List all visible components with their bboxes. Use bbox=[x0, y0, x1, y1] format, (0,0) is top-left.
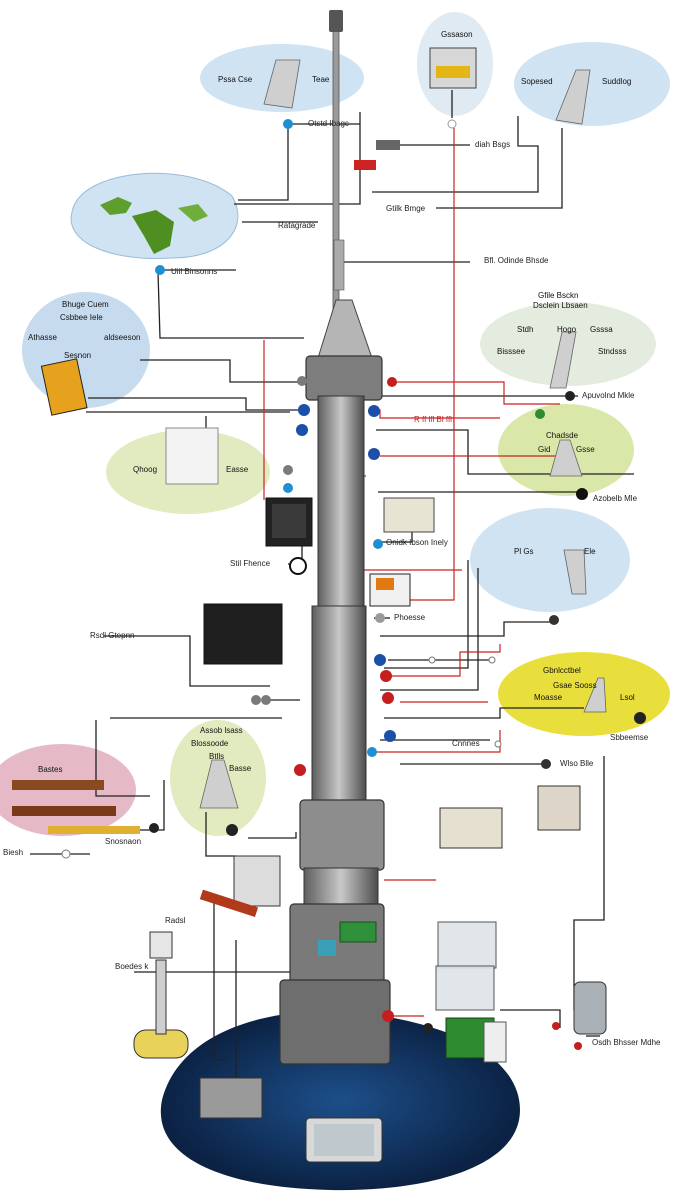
device-gray-top-box bbox=[376, 140, 400, 150]
device-red-tag bbox=[354, 160, 376, 170]
bubble-text-5a: Qhoog bbox=[133, 465, 158, 474]
bubble-text-1a: Pssa Cse bbox=[218, 75, 253, 84]
bubble-text-11: Bastes bbox=[38, 765, 63, 774]
tower-green-module bbox=[339, 921, 377, 943]
callout-label-12: Phoesse bbox=[394, 613, 426, 622]
base-platform bbox=[160, 1011, 521, 1191]
callout-label-17: Snosnaon bbox=[105, 837, 142, 846]
tower-shaft-middle bbox=[311, 605, 367, 807]
device-white-panel bbox=[483, 1021, 507, 1063]
callout-label-11: Stil Fhence bbox=[230, 559, 271, 568]
callout-label-14: Cnnnes bbox=[452, 739, 480, 748]
device-cylinder bbox=[573, 981, 607, 1035]
device-right-crate bbox=[439, 807, 503, 849]
bubble-text-3b: Suddlog bbox=[602, 77, 632, 86]
device-pencil bbox=[199, 889, 259, 918]
bubble-text-8a: Pl Gs bbox=[514, 547, 534, 556]
device-base-machine bbox=[199, 1077, 263, 1119]
bubble-text-4d: aldseeson bbox=[104, 333, 141, 342]
bubble-top-right bbox=[514, 42, 670, 126]
callout-label-4: Ratagrade bbox=[278, 221, 316, 230]
bubble-text-4c: Athasse bbox=[28, 333, 57, 342]
callout-label-18: Biesh bbox=[3, 848, 24, 857]
callout-label-6: Uiil Binsonns bbox=[171, 267, 218, 276]
bubble-text-6c: Stdh bbox=[517, 325, 534, 334]
bubble-text-10a: Assob lsass bbox=[200, 726, 243, 735]
bubble-text-9b: Gsae Sooss bbox=[553, 681, 597, 690]
bubble-text-6d: Hogo bbox=[557, 325, 577, 334]
bubble-text-10d: Basse bbox=[229, 764, 252, 773]
callout-label-13: Rsdl Gtepnn bbox=[90, 631, 135, 640]
device-panel-keypad bbox=[203, 603, 283, 665]
tower bbox=[279, 10, 391, 1065]
bubble-text-6e: Gsssa bbox=[590, 325, 613, 334]
bubble-text-9d: Lsol bbox=[620, 693, 635, 702]
bubble-text-1b: Teae bbox=[312, 75, 330, 84]
bubble-text-6a: Gfile Bsckn bbox=[538, 291, 579, 300]
bubble-text-7a: Chadsde bbox=[546, 431, 579, 440]
bubble-text-3a: Sopesed bbox=[521, 77, 553, 86]
device-box-right-mid bbox=[383, 497, 435, 533]
device-bar-pink-3 bbox=[48, 826, 140, 834]
callout-label-3: Gtilk Bmge bbox=[386, 204, 426, 213]
device-lamp-head bbox=[149, 931, 173, 959]
bubble-text-9c: Moasse bbox=[534, 693, 563, 702]
callout-label-19: Radsl bbox=[165, 916, 186, 925]
callout-label-16: Wlso Blle bbox=[560, 759, 594, 768]
device-right-box2 bbox=[537, 785, 581, 831]
tower-shaft-lower bbox=[303, 867, 379, 909]
device-bar-pink-2 bbox=[12, 806, 116, 816]
connector-dots bbox=[61, 119, 646, 1050]
device-bar-pink-1 bbox=[12, 780, 104, 790]
callout-label-9: Azobelb Mle bbox=[593, 494, 638, 503]
tower-cyan-module bbox=[318, 940, 336, 956]
tower-cap bbox=[329, 10, 343, 32]
callout-label-10: Onidk Ibson Inely bbox=[386, 538, 448, 547]
map-continents bbox=[100, 197, 208, 254]
tower-lower-block bbox=[289, 903, 385, 985]
bubble-text-2: Gssason bbox=[441, 30, 473, 39]
bubble-right-blue bbox=[470, 508, 630, 612]
callout-label-21: Osdh Bhsser Mdhe bbox=[592, 1038, 661, 1047]
device-white-bucket bbox=[165, 427, 219, 485]
bubble-stems bbox=[199, 59, 607, 809]
tower-shaft-upper bbox=[317, 395, 365, 611]
tower-base-block bbox=[279, 979, 391, 1065]
device-box-lower-left bbox=[233, 855, 281, 907]
callout-label-8: R ff lfl Bl ffh bbox=[414, 415, 455, 424]
bubble-text-4b: Csbbee Iele bbox=[60, 313, 103, 322]
bubble-text-6g: Stndsss bbox=[598, 347, 627, 356]
callout-label-5: Bfl. Odinde Bhsde bbox=[484, 256, 549, 265]
device-rack-left bbox=[40, 358, 88, 416]
bubble-right-yellow bbox=[498, 652, 670, 736]
callout-label-2: diah Bsgs bbox=[475, 140, 511, 149]
device-cube-1 bbox=[437, 921, 497, 969]
bubble-text-9a: Gbnlcctbel bbox=[543, 666, 581, 675]
tower-devices bbox=[12, 47, 607, 1163]
bubble-text-4e: Sesnon bbox=[64, 351, 92, 360]
bubble-text-6b: Dsclein Lbsaen bbox=[533, 301, 588, 310]
bubble-text-10b: Blossoode bbox=[191, 739, 229, 748]
bubble-text-10c: Btlls bbox=[209, 752, 225, 761]
bubble-text-4a: Bhuge Cuem bbox=[62, 300, 109, 309]
bubble-text-5b: Easse bbox=[226, 465, 249, 474]
tower-upper-collar bbox=[305, 355, 383, 401]
bubble-text-7b: Gid bbox=[538, 445, 551, 454]
bubble-text-6f: Bisssee bbox=[497, 347, 526, 356]
callout-label-15: Sbbeemse bbox=[610, 733, 649, 742]
callout-label-1: Otstd Ibagc bbox=[308, 119, 349, 128]
device-cube-2 bbox=[435, 965, 495, 1011]
bubble-text-8b: Ele bbox=[584, 547, 596, 556]
callout-label-20: Boedes k bbox=[115, 962, 149, 971]
bubble-text-7c: Gsse bbox=[576, 445, 595, 454]
tower-cone bbox=[317, 299, 373, 359]
callout-label-7: Apuvolnd Mkle bbox=[582, 391, 635, 400]
tower-mid-collar bbox=[299, 799, 385, 871]
